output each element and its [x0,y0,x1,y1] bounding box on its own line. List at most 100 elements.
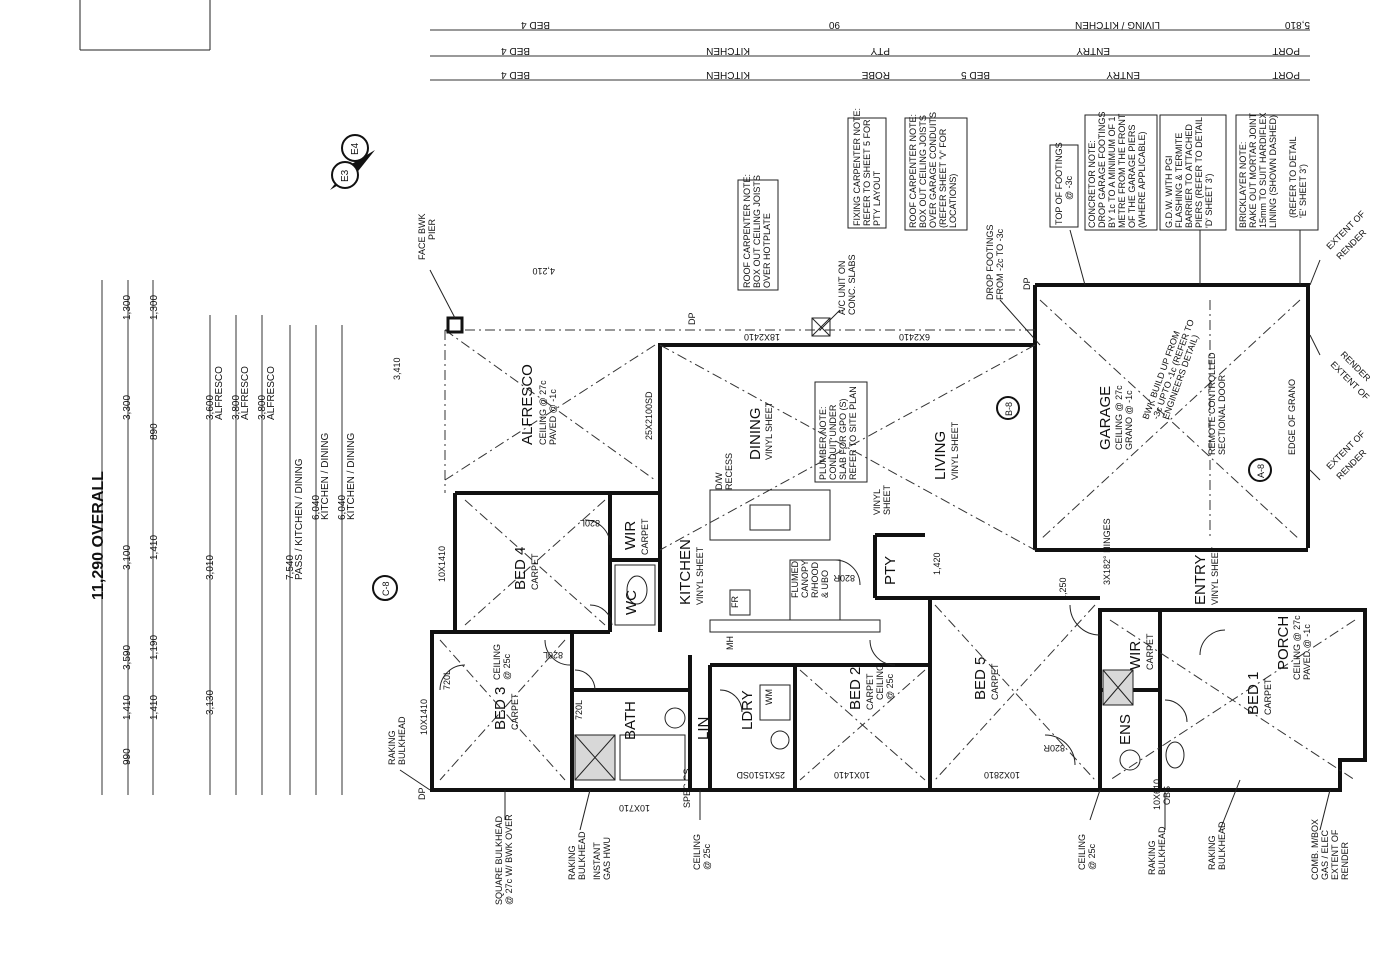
svg-text:CARPET: CARPET [640,518,650,555]
svg-text:FLUMED: FLUMED [790,560,800,598]
svg-text:GAS HWU: GAS HWU [602,837,612,880]
svg-text:15mm TO SUIT HARDIFLEX: 15mm TO SUIT HARDIFLEX [1258,112,1268,228]
bed4-label: BED 4 [512,547,529,590]
svg-text:820R: 820R [1043,743,1065,753]
svg-text:ALFRESCO: ALFRESCO [214,366,225,420]
garage-label: GARAGE [1097,386,1114,450]
svg-text:6X2410: 6X2410 [899,332,930,342]
svg-text:820L: 820L [580,518,600,528]
svg-text:RAKING: RAKING [1147,840,1157,875]
svg-text:COMB. M/BOX: COMB. M/BOX [1310,819,1320,880]
dashed-lines [439,299,1356,781]
svg-text:REFER TO SHEET 5 FOR: REFER TO SHEET 5 FOR [862,119,872,226]
svg-text:720L: 720L [574,700,584,720]
svg-text:ENTRY: ENTRY [1106,69,1140,80]
svg-text:CEILING @ 27c: CEILING @ 27c [1114,385,1124,450]
svg-text:@ 25c: @ 25c [702,843,712,870]
svg-text:C-8: C-8 [381,581,391,596]
svg-text:BOX OUT CEILING JOISTS: BOX OUT CEILING JOISTS [918,115,928,228]
svg-text:& UBO: & UBO [820,570,830,598]
svg-text:MH: MH [725,636,735,650]
svg-text:VINYL SHEET: VINYL SHEET [950,421,960,480]
svg-text:LIVING / KITCHEN: LIVING / KITCHEN [1075,19,1160,30]
svg-text:3,600: 3,600 [205,395,216,420]
leaders [399,229,1331,831]
svg-text:890: 890 [149,423,160,440]
svg-text:CONC. SLABS: CONC. SLABS [847,254,857,315]
svg-text:3,800: 3,800 [231,395,242,420]
svg-text:CONCRETOR NOTE:: CONCRETOR NOTE: [1087,140,1097,228]
svg-text:R/HOOD: R/HOOD [810,561,820,598]
alfresco-label: ALFRESCO [519,364,536,445]
svg-text:VINYL SHEET: VINYL SHEET [764,401,774,460]
svg-text:EXTENT OF: EXTENT OF [1330,829,1340,880]
bed2-label: BED 2 [847,667,864,710]
svg-text:LOCATIONS): LOCATIONS) [948,174,958,228]
left-dimension-strings: 11,290 OVERALL 990 1,410 3,590 3,100 3,3… [90,280,357,795]
svg-text:@ 25c: @ 25c [1087,843,1097,870]
svg-text:SQUARE BULKHEAD: SQUARE BULKHEAD [494,815,504,905]
svg-text:25X2100SD: 25X2100SD [644,391,654,440]
svg-text:BULKHEAD: BULKHEAD [397,716,407,765]
svg-text:METRE FROM THE FRONT: METRE FROM THE FRONT [1117,113,1127,228]
svg-text:OVER HOTPLATE: OVER HOTPLATE [762,213,772,288]
walls [430,283,1367,792]
svg-text:SLAB FOR GPO (S): SLAB FOR GPO (S) [838,398,848,480]
svg-text:720L: 720L [442,670,452,690]
notes: ROOF CARPENTER NOTE: BOX OUT CEILING JOI… [387,108,1373,905]
svg-text:BED 5: BED 5 [961,69,990,80]
kitchen-label: KITCHEN [677,539,694,605]
svg-text:BULKHEAD: BULKHEAD [1217,821,1227,870]
svg-text:FLASHING & TERMITE: FLASHING & TERMITE [1174,133,1184,228]
bed3-label: BED 3 [492,687,509,730]
svg-text:3,130: 3,130 [205,690,216,715]
svg-text:LINING (SHOWN DASHED): LINING (SHOWN DASHED) [1268,115,1278,228]
svg-text:1,250: 1,250 [1058,577,1068,600]
svg-text:'E' SHEET 3'): 'E' SHEET 3') [1298,164,1308,218]
svg-text:10X2810: 10X2810 [984,770,1020,780]
svg-text:PORT: PORT [1272,45,1300,56]
svg-text:OVER GARAGE CONDUITS: OVER GARAGE CONDUITS [928,112,938,228]
svg-text:SECTIONAL DOOR: SECTIONAL DOOR [1217,374,1227,455]
svg-text:E3: E3 [340,169,351,182]
svg-text:DROP GARAGE FOOTINGS: DROP GARAGE FOOTINGS [1097,112,1107,228]
svg-text:KITCHEN / DINING: KITCHEN / DINING [320,433,331,520]
svg-text:PIERS (REFER TO DETAIL: PIERS (REFER TO DETAIL [1194,117,1204,228]
svg-text:10X1410: 10X1410 [419,699,429,735]
svg-text:BRICKLAYER NOTE:: BRICKLAYER NOTE: [1238,142,1248,228]
svg-text:1,190: 1,190 [149,635,160,660]
svg-text:ROBE: ROBE [861,69,890,80]
section-marker-e3-e4: E3 E4 [330,134,375,190]
svg-text:1,300: 1,300 [149,295,160,320]
svg-text:BULKHEAD: BULKHEAD [577,831,587,880]
top-dimension-strings: 5,810 LIVING / KITCHEN 90 BED 4 PORT ENT… [430,19,1310,81]
pty-label: PTY [882,556,899,585]
porch-label: PORCH [1275,616,1292,670]
svg-text:CEILING @ 27c: CEILING @ 27c [538,380,548,445]
svg-text:7,540: 7,540 [285,555,296,580]
svg-text:B-8: B-8 [1004,402,1014,416]
svg-text:25X1510SD: 25X1510SD [736,770,785,780]
svg-text:1,410: 1,410 [122,695,133,720]
svg-text:VINYL: VINYL [872,489,882,515]
living-label: LIVING [932,431,949,480]
svg-text:@ 25c: @ 25c [885,673,895,700]
room-labels: ALFRESCO CEILING @ 27c PAVED @ -1c DININ… [492,364,1312,745]
svg-text:ALFRESCO: ALFRESCO [240,366,251,420]
svg-text:@ 27c W/ BWK OVER: @ 27c W/ BWK OVER [504,814,514,905]
svg-text:CANOPY: CANOPY [800,560,810,598]
svg-text:CARPET: CARPET [510,693,520,730]
lin-label: LIN [695,717,712,740]
dining-label: DINING [747,408,764,461]
svg-text:BED 4: BED 4 [521,19,550,30]
svg-text:'D' SHEET 3'): 'D' SHEET 3') [1204,173,1214,228]
overall-dimension: 11,290 OVERALL [90,471,107,600]
svg-text:D/W: D/W [714,472,724,490]
svg-text:CEILING: CEILING [692,834,702,870]
svg-text:BARRIER TO ATTACHED: BARRIER TO ATTACHED [1184,124,1194,228]
bath-label: BATH [622,701,639,740]
wc-label: WC [623,590,640,615]
wir-bed1-label: WIR [1127,641,1144,670]
svg-text:RECESS: RECESS [724,453,734,490]
wir-bed4-label: WIR [622,521,639,550]
